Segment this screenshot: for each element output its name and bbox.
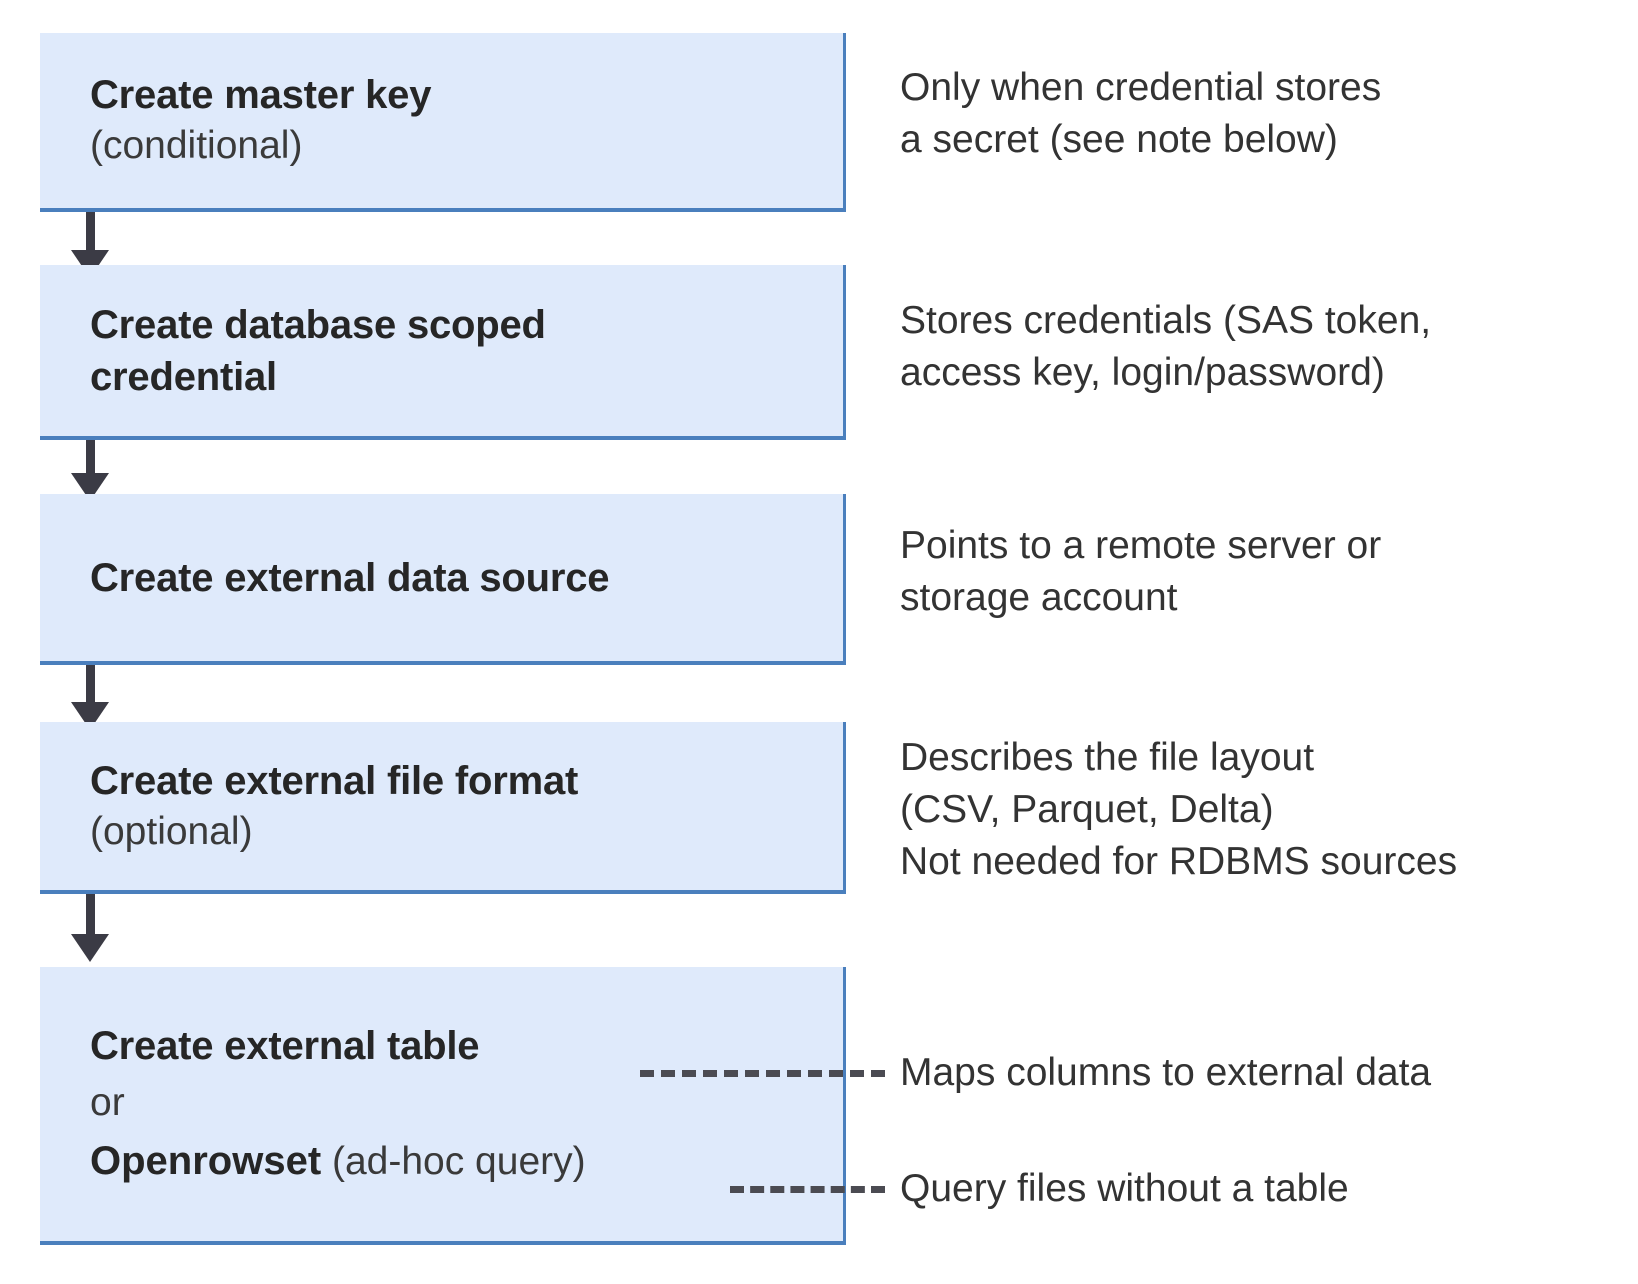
note-line: Stores credentials (SAS token, — [900, 299, 1432, 342]
step-box-create-external-table-or-openrowset[interactable]: Create external table or Openrowset (ad-… — [40, 967, 846, 1245]
note-create-database-scoped-credential: Stores credentials (SAS token, access ke… — [900, 295, 1630, 399]
step-connector-or: or — [90, 1081, 125, 1125]
note-line: Maps columns to external data — [900, 1051, 1432, 1094]
note-line: a secret (see note below) — [900, 117, 1338, 161]
step-text-3: Create external data source — [40, 552, 843, 604]
dashed-leader-line-2 — [730, 1186, 885, 1193]
note-line: Not needed for RDBMS sources — [900, 839, 1458, 883]
note-create-master-key: Only when credential stores a secret (se… — [900, 62, 1630, 166]
note-line: Query files without a table — [900, 1167, 1349, 1210]
step-title-2: Create database scoped credential — [90, 302, 546, 399]
step-box-create-master-key[interactable]: Create master key (conditional) — [40, 33, 846, 212]
step-box-create-database-scoped-credential[interactable]: Create database scoped credential — [40, 265, 846, 440]
step-subtitle-4: (optional) — [90, 809, 253, 853]
step-title-4: Create external file format — [90, 758, 579, 803]
step-text-1: Create master key (conditional) — [40, 69, 843, 172]
note-create-external-data-source: Points to a remote server or storage acc… — [900, 520, 1630, 624]
step-subtitle-1: (conditional) — [90, 124, 303, 168]
step-text-4: Create external file format (optional) — [40, 755, 843, 858]
note-create-external-table: Maps columns to external data — [900, 1047, 1630, 1099]
note-line: (CSV, Parquet, Delta) — [900, 787, 1274, 831]
note-openrowset: Query files without a table — [900, 1163, 1630, 1215]
note-line: Points to a remote server or — [900, 524, 1382, 567]
note-line: Describes the file layout — [900, 736, 1315, 779]
step-title-5b-bold: Openrowset — [90, 1139, 322, 1183]
step-title-3: Create external data source — [90, 555, 610, 600]
arrow-down-icon-4 — [71, 894, 109, 962]
step-text-5: Create external table or Openrowset (ad-… — [40, 1020, 843, 1187]
step-title-5b: Openrowset (ad-hoc query) — [90, 1135, 829, 1188]
note-line: Only when credential stores — [900, 66, 1382, 109]
dashed-leader-line-1 — [640, 1070, 885, 1077]
arrow-down-icon-1 — [71, 212, 109, 278]
step-title-1: Create master key — [90, 73, 432, 118]
step-title-5b-rest: (ad-hoc query) — [321, 1140, 586, 1183]
note-line: access key, login/password) — [900, 350, 1385, 394]
arrow-down-icon-3 — [71, 665, 109, 730]
step-box-create-external-data-source[interactable]: Create external data source — [40, 494, 846, 665]
step-text-2: Create database scoped credential — [40, 299, 843, 403]
step-box-create-external-file-format[interactable]: Create external file format (optional) — [40, 722, 846, 894]
arrow-down-icon-2 — [71, 440, 109, 501]
note-line: storage account — [900, 575, 1178, 619]
step-title-5: Create external table — [90, 1024, 480, 1069]
note-create-external-file-format: Describes the file layout (CSV, Parquet,… — [900, 732, 1630, 888]
